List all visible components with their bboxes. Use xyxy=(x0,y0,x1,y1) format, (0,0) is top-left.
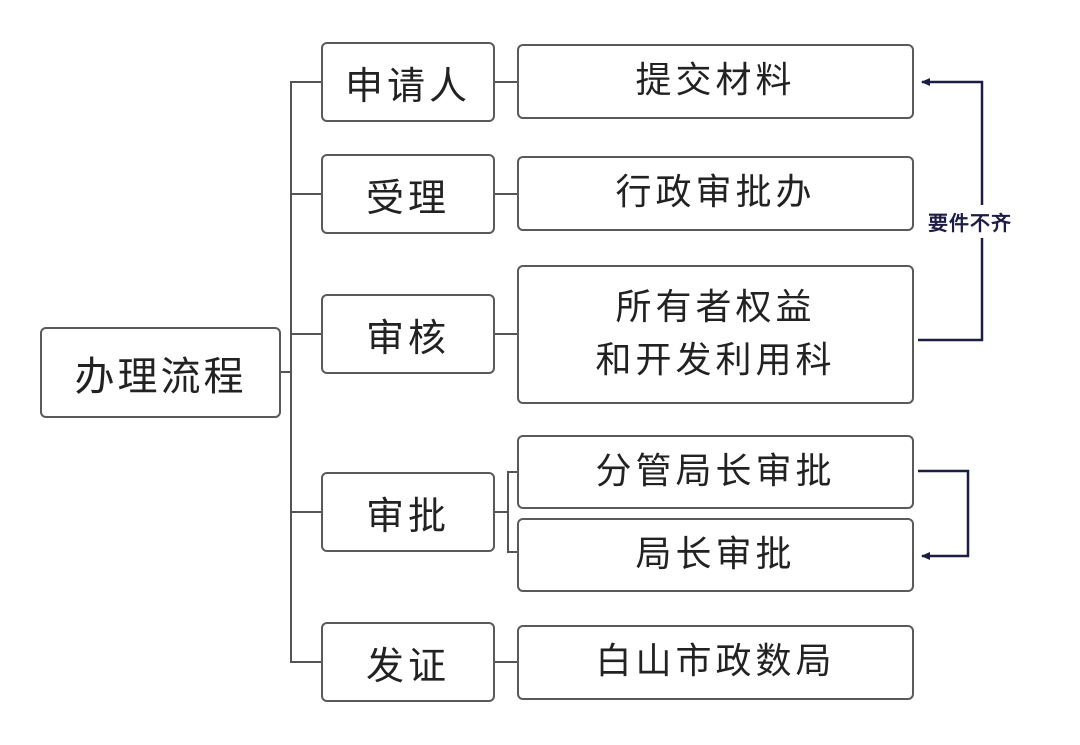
approval-arrow xyxy=(918,469,970,560)
step-label: 申请人 xyxy=(344,63,471,108)
step-node-4: 审批 xyxy=(321,472,495,552)
root-node: 办理流程 xyxy=(40,327,281,418)
step-node-5: 发证 xyxy=(321,622,495,702)
root-label: 办理流程 xyxy=(74,353,247,400)
step-node-1: 申请人 xyxy=(321,42,495,122)
step-node-2: 受理 xyxy=(321,154,495,234)
step-label: 审核 xyxy=(365,315,450,360)
step-4-to-details xyxy=(495,471,517,553)
detail-text-block: 所有者权益 和开发利用科 xyxy=(595,282,835,386)
detail-line-1: 所有者权益 xyxy=(615,287,816,329)
detail-line-2: 和开发利用科 xyxy=(595,339,836,381)
feedback-label: 要件不齐 xyxy=(928,205,1012,238)
detail-node-5: 白山市政数局 xyxy=(517,625,914,700)
detail-label: 提交材料 xyxy=(635,60,796,102)
step-label: 受理 xyxy=(365,175,450,220)
detail-label: 白山市政数局 xyxy=(595,641,836,683)
detail-label: 局长审批 xyxy=(635,533,796,575)
detail-node-2: 行政审批办 xyxy=(517,156,914,231)
step-label: 发证 xyxy=(365,643,450,688)
detail-label: 分管局长审批 xyxy=(595,450,836,492)
detail-node-4a: 分管局长审批 xyxy=(517,435,914,509)
detail-node-4b: 局长审批 xyxy=(517,518,914,592)
step-label: 审批 xyxy=(365,493,450,538)
detail-node-1: 提交材料 xyxy=(517,44,914,119)
detail-node-3: 所有者权益 和开发利用科 xyxy=(517,265,914,404)
detail-label: 行政审批办 xyxy=(615,172,816,214)
step-node-3: 审核 xyxy=(321,294,495,374)
trunk-line xyxy=(290,81,298,663)
